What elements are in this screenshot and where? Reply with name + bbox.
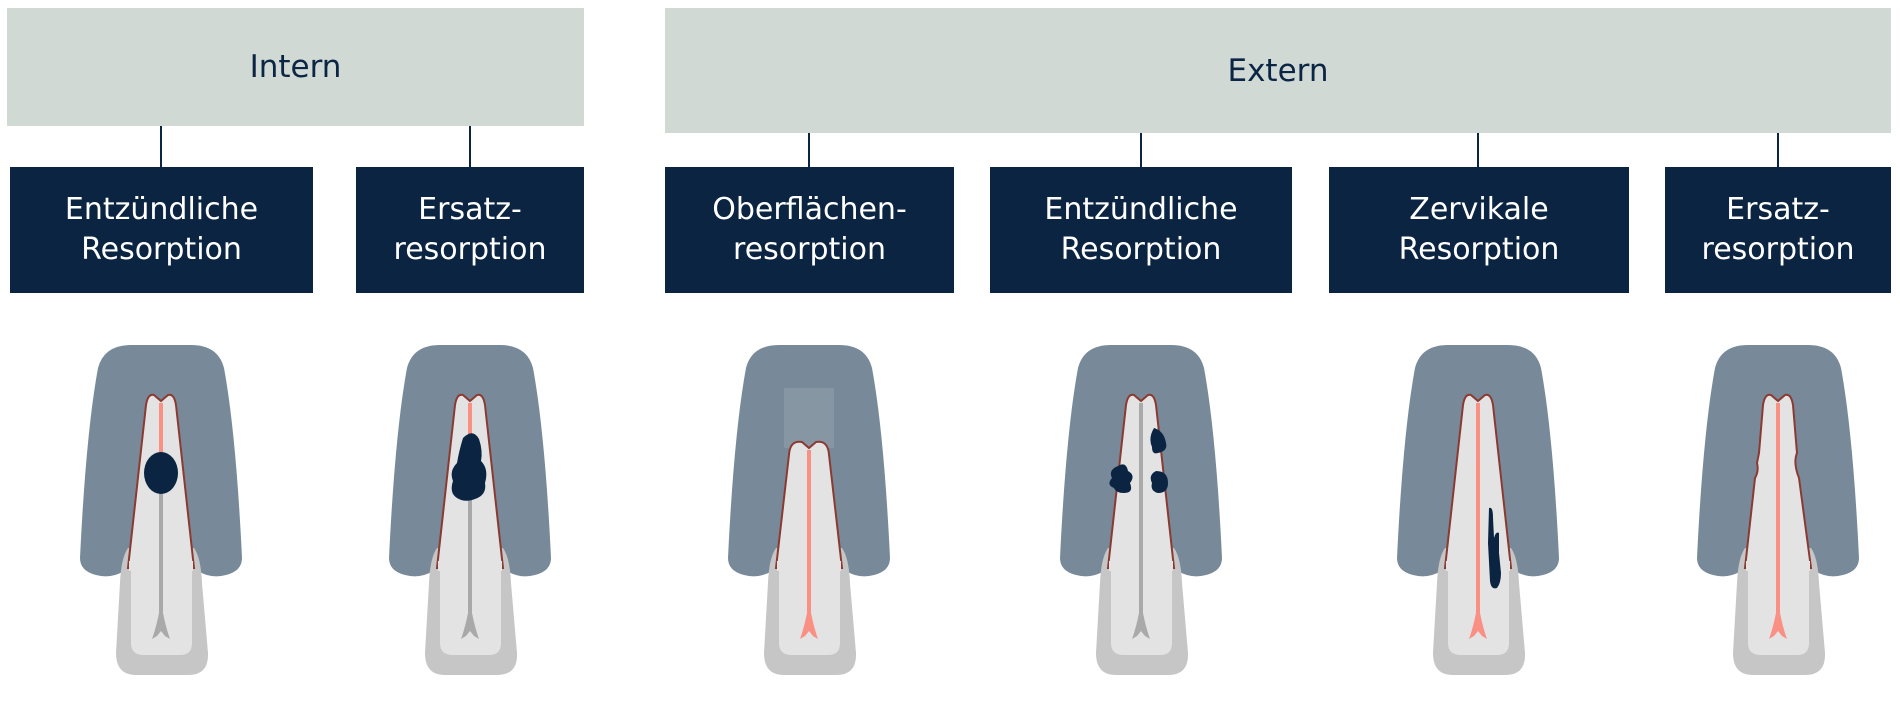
group-header-intern: Intern [7,8,584,126]
surface-resorption-area [784,388,834,448]
pulp-canal [1132,403,1150,639]
pulp-canal [461,403,479,639]
connector-line [160,126,162,167]
connector-line [808,133,810,167]
connector-line [469,126,471,167]
pulp-vital-segment [159,403,163,453]
connector-line [1477,133,1479,167]
lesion [144,452,178,494]
tooth-illustration [1397,345,1559,675]
group-header-extern: Extern [665,8,1891,133]
tooth-illustration [1697,345,1859,675]
tooth-illustration [389,345,551,675]
pulp-vital-segment [468,403,472,453]
category-label-line2: Resorption [81,232,242,267]
tooth-illustration [1060,345,1222,675]
category-label-line2: resorption [733,232,886,267]
category-label-line2: resorption [393,232,547,267]
category-label-line1: Ersatz- [418,191,522,227]
category-box: Zervikale Resorption [1329,167,1629,293]
pulp-canal [800,450,818,639]
category-label-line1: Zervikale [1409,191,1549,227]
category-box: Oberflächen- resorption [665,167,954,293]
pulp-canal [1769,403,1787,639]
category-box: Entzündliche Resorption [10,167,313,293]
category-label-line2: resorption [1701,232,1855,267]
category-label-line1: Entzündliche [64,191,259,227]
category-box: Entzündliche Resorption [990,167,1292,293]
category-label-line1: Entzündliche [1044,191,1238,227]
category-label-line2: Resorption [1060,232,1222,267]
tooth-illustration [728,345,890,675]
category-box: Ersatz- resorption [1665,167,1891,293]
category-label-line1: Oberflächen- [712,191,907,227]
lesion [1488,507,1501,589]
category-label-line1: Ersatz- [1726,191,1830,227]
connector-line [1777,133,1779,167]
lesion [451,433,487,501]
lesion [1109,428,1168,493]
tooth-illustration [80,345,242,675]
pulp-canal [152,403,170,639]
connector-line [1140,133,1142,167]
category-label-line2: Resorption [1398,232,1560,267]
pulp-canal [1469,403,1487,639]
category-box: Ersatz- resorption [356,167,584,293]
